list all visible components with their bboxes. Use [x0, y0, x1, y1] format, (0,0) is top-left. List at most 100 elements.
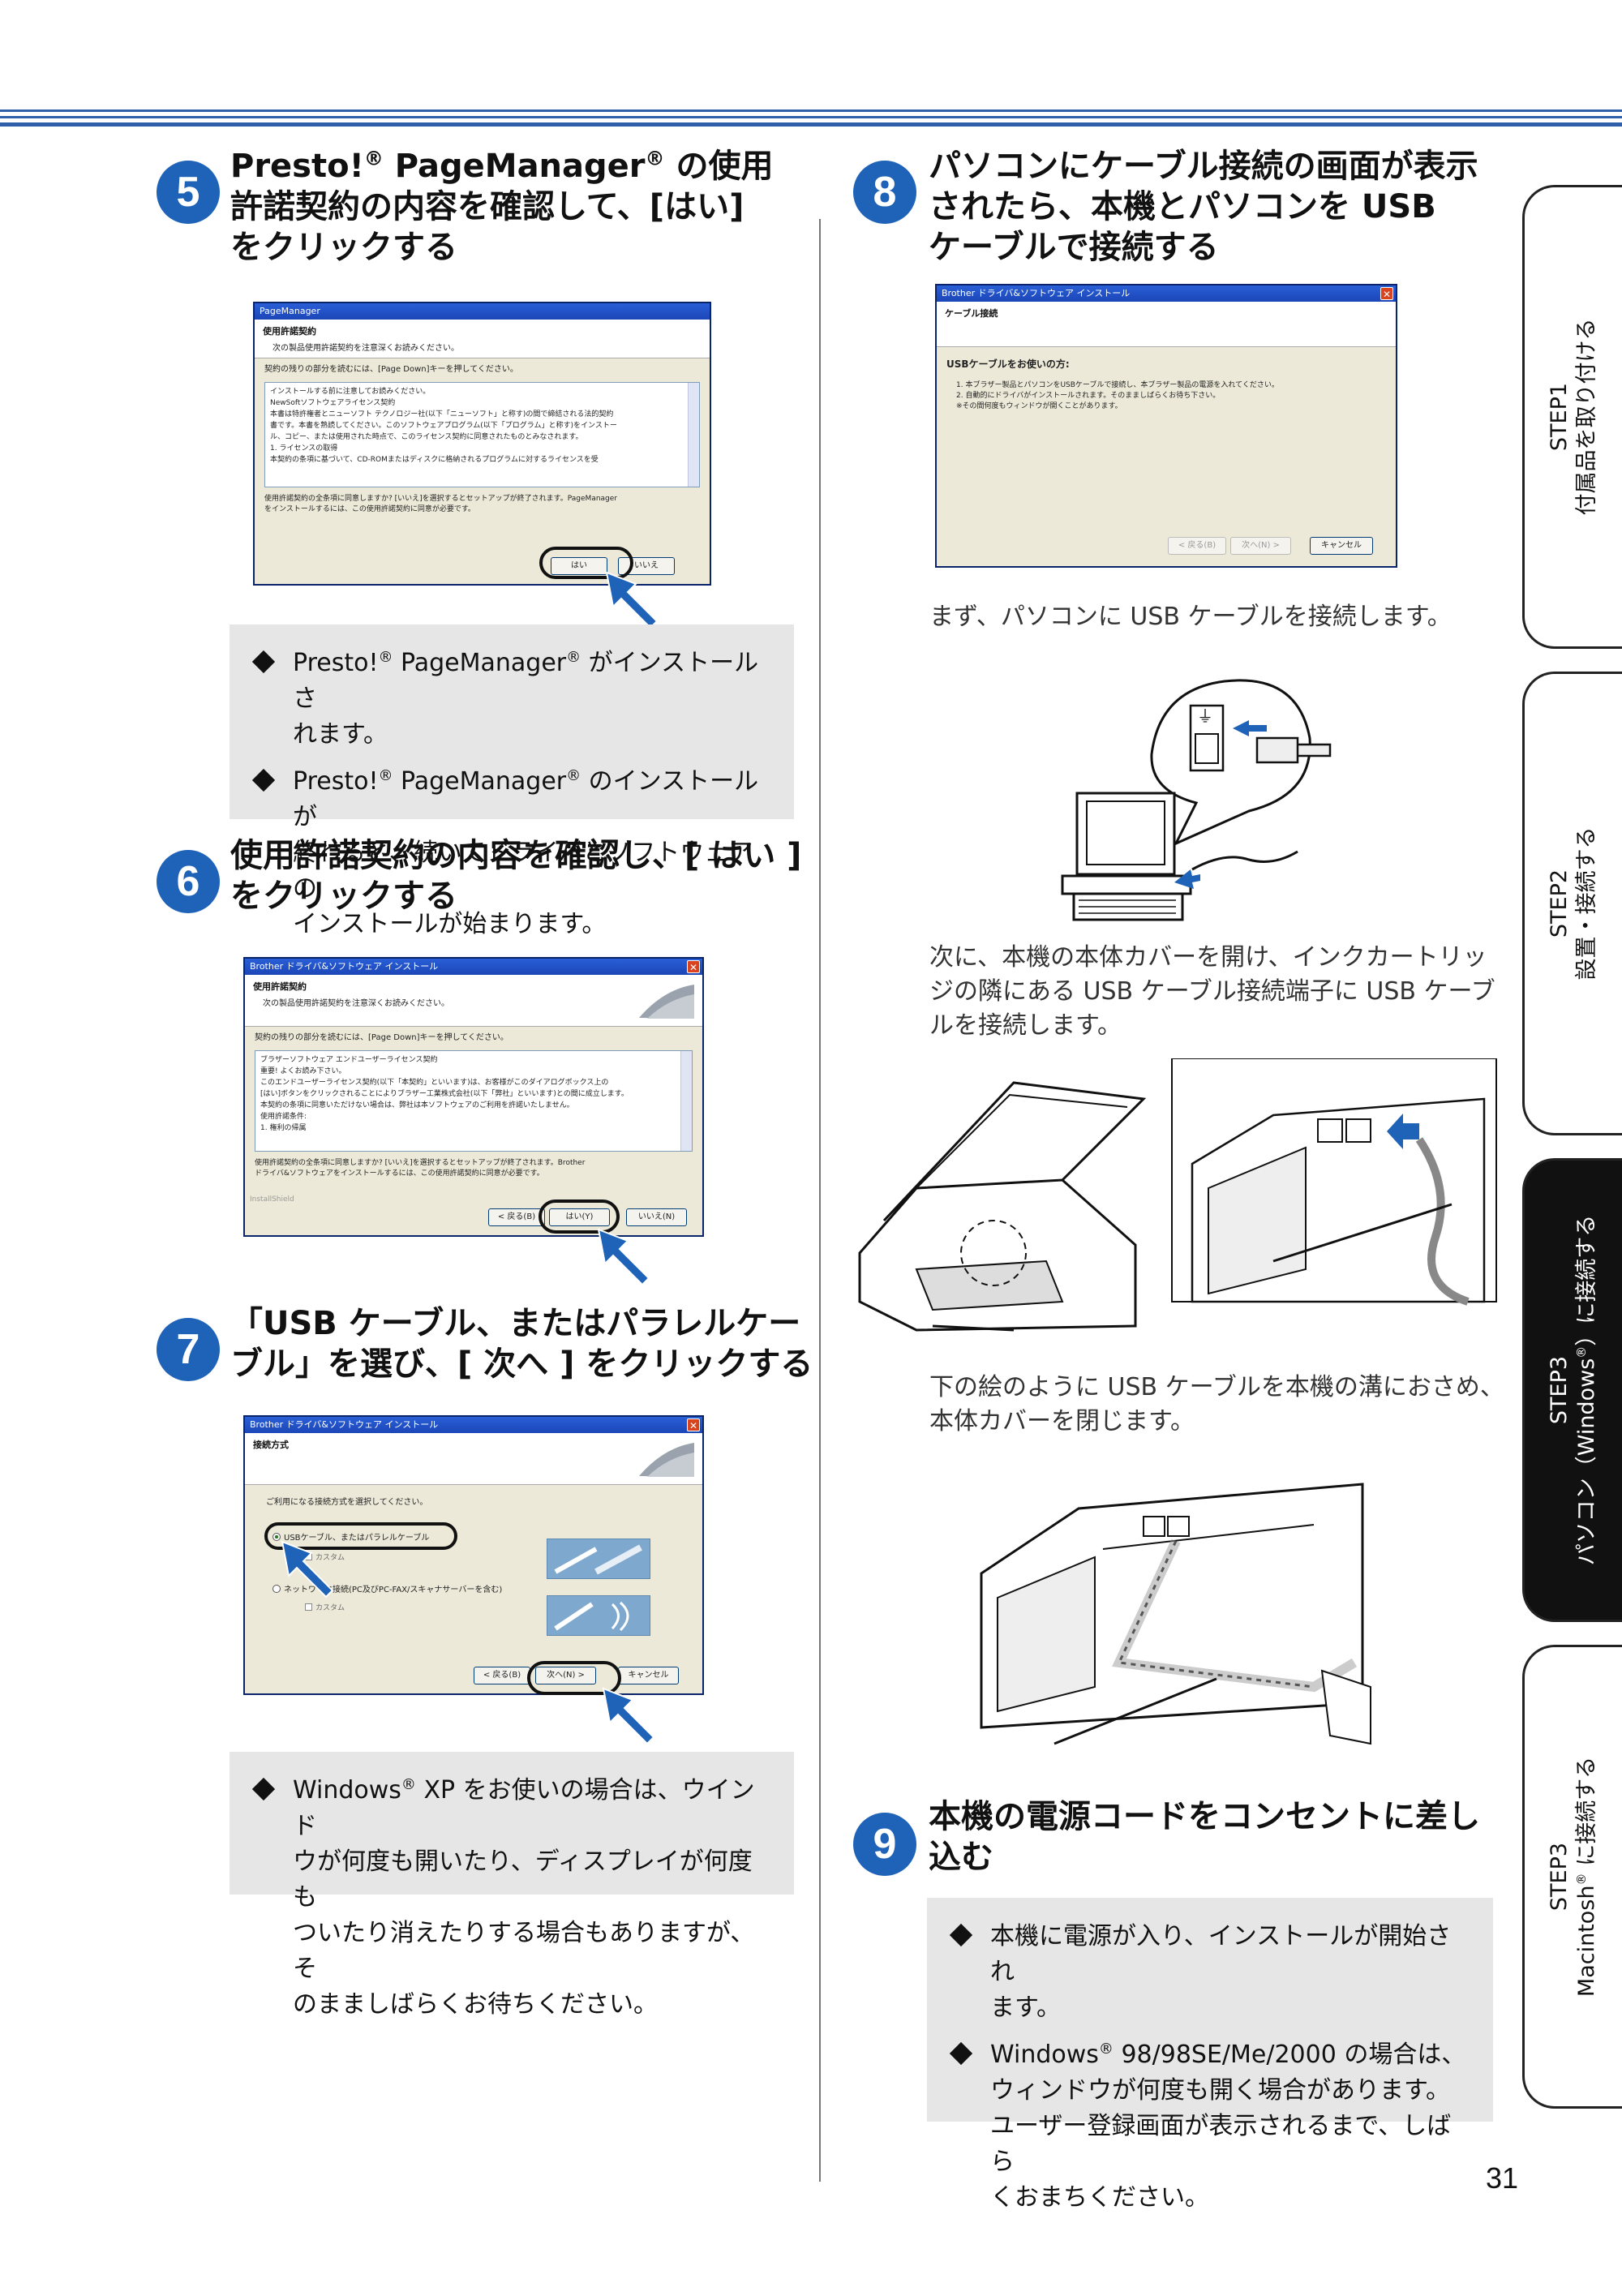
diamond-bullet-icon: [949, 1923, 973, 1947]
back-button[interactable]: < 戻る(B): [474, 1667, 530, 1684]
next-button[interactable]: 次へ(N) >: [1230, 537, 1291, 555]
diamond-bullet-icon: [251, 650, 276, 674]
dialog-header-subtitle: 次の製品使用許諾契約を注意深くお読みください。: [263, 999, 449, 1008]
network-cable-image: [547, 1595, 650, 1636]
back-button[interactable]: < 戻る(B): [1168, 537, 1226, 555]
dialog-header-subtitle: 次の製品使用許諾契約を注意深くお読みください。: [272, 344, 459, 353]
note-item: Windows® 98/98SE/Me/2000 の場合は、 ウィンドウが何度も…: [949, 2037, 1470, 2216]
top-rule-2: [0, 116, 1622, 118]
close-icon[interactable]: ✕: [1380, 287, 1393, 300]
next-button-highlight: [527, 1661, 621, 1695]
cancel-button[interactable]: キャンセル: [1310, 537, 1373, 555]
step-9-badge: 9: [853, 1813, 916, 1876]
step-5-heading: Presto!® PageManager® の使用 許諾契約の内容を確認して、[…: [230, 147, 774, 266]
usb-option-highlight: [264, 1522, 457, 1550]
dialog-header: 接続方式: [245, 1433, 702, 1485]
step-6-badge: 6: [157, 850, 220, 913]
diamond-bullet-icon: [251, 768, 276, 792]
pointer-arrow-icon: [281, 1540, 334, 1599]
license-textarea[interactable]: インストールする前に注意してお読みください。 NewSoftソフトウェアライセン…: [264, 382, 700, 487]
note-item: Windows® XP をお使いの場合は、ウインド ウが何度も開いたり、ディスプ…: [251, 1773, 771, 2023]
dialog-titlebar: Brother ドライバ&ソフトウェア インストール✕: [245, 959, 702, 975]
close-icon[interactable]: ✕: [687, 1418, 700, 1431]
connection-type-dialog: Brother ドライバ&ソフトウェア インストール✕ 接続方式 ご利用になる接…: [243, 1415, 704, 1695]
dialog-header-title: ケーブル接続: [945, 308, 998, 319]
cable-connection-dialog: Brother ドライバ&ソフトウェア インストール✕ ケーブル接続 USBケー…: [935, 284, 1397, 568]
dialog-titlebar: PageManager: [255, 303, 710, 320]
side-tab-label: STEP2 設置・接続する: [1547, 826, 1599, 981]
radio-icon: [272, 1585, 281, 1593]
usb-cable-image: [547, 1539, 650, 1579]
brother-license-dialog: Brother ドライバ&ソフトウェア インストール✕ 使用許諾契約 次の製品使…: [243, 957, 704, 1237]
dialog-header: ケーブル接続: [937, 302, 1396, 347]
usb-users-label: USBケーブルをお使いの方:: [946, 358, 1070, 370]
svg-text:⏚: ⏚: [1197, 706, 1213, 726]
next-button[interactable]: 次へ(N) >: [535, 1667, 596, 1684]
installshield-label: InstallShield: [250, 1195, 294, 1204]
step-9-notes: 本機に電源が入り、インストールが開始され ます。 Windows® 98/98S…: [927, 1898, 1493, 2212]
side-tab-step1[interactable]: STEP1 付属品を取り付ける: [1522, 185, 1622, 649]
dialog-question: 使用許諾契約の全条項に同意しますか? [いいえ]を選択するとセットアップが終了さ…: [255, 1159, 586, 1178]
instructions: 1. 本ブラザー製品とパソコンをUSBケーブルで接続し、本ブラザー製品の電源を入…: [956, 381, 1279, 410]
column-divider: [819, 219, 821, 2182]
back-button[interactable]: < 戻る(B): [488, 1208, 545, 1226]
yes-button[interactable]: はい: [551, 557, 607, 575]
step-7-heading: 「USB ケーブル、またはパラレルケー ブル」を選び、[ 次へ ] をクリックす…: [230, 1305, 813, 1383]
pointer-arrow-icon: [605, 571, 659, 629]
cancel-button[interactable]: キャンセル: [618, 1667, 679, 1684]
step-8-para-3: 下の絵のように USB ケーブルを本機の溝におさめ、 本体カバーを閉じます。: [929, 1373, 1504, 1436]
pointer-arrow-icon: [602, 1687, 655, 1745]
no-button[interactable]: いいえ(N): [626, 1208, 687, 1226]
pointer-arrow-icon: [597, 1228, 650, 1286]
dialog-header-title: 接続方式: [253, 1440, 289, 1450]
side-tab-label: STEP3 Macintosh® に接続する: [1547, 1756, 1599, 1998]
printer-open-usb-illustration: [858, 1058, 1497, 1332]
swoosh-graphic-icon: [639, 985, 694, 1019]
close-icon[interactable]: ✕: [687, 960, 700, 973]
step-8-badge: 8: [853, 161, 916, 224]
step-6-heading: 使用許諾契約の内容を確認し、[ はい ] をクリックする: [230, 837, 802, 915]
dialog-header: 使用許諾契約 次の製品使用許諾契約を注意深くお読みください。: [255, 320, 710, 358]
side-tab-step3-macintosh[interactable]: STEP3 Macintosh® に接続する: [1522, 1645, 1622, 2109]
dialog-header-title: 使用許諾契約: [263, 326, 316, 337]
side-tab-step3-windows[interactable]: STEP3 パソコン（Windows®）に接続する: [1522, 1158, 1622, 1622]
dialog-header: 使用許諾契約 次の製品使用許諾契約を注意深くお読みください。: [245, 975, 702, 1027]
pagemanager-license-dialog: PageManager 使用許諾契約 次の製品使用許諾契約を注意深くお読みくださ…: [253, 302, 711, 586]
computer-usb-illustration: ⏚: [1061, 679, 1332, 921]
network-option-radio[interactable]: ネットワーク接続(PC及びPC-FAX/スキャナサーバーを含む): [272, 1582, 502, 1594]
swoosh-graphic-icon: [639, 1443, 694, 1477]
side-tab-step2[interactable]: STEP2 設置・接続する: [1522, 672, 1622, 1135]
side-tab-label: STEP1 付属品を取り付ける: [1547, 318, 1599, 516]
step-5-badge: 5: [157, 161, 220, 224]
dialog-titlebar: Brother ドライバ&ソフトウェア インストール✕: [245, 1417, 702, 1433]
step-7-badge: 7: [157, 1318, 220, 1381]
step-5-notes: Presto!® PageManager® がインストールさ れます。 Pres…: [230, 624, 794, 938]
step-7-notes: Windows® XP をお使いの場合は、ウインド ウが何度も開いたり、ディスプ…: [230, 1752, 794, 2019]
step-9-heading: 本機の電源コードをコンセントに差し 込む: [929, 1798, 1480, 1876]
dialog-prompt: 契約の残りの部分を読むには、[Page Down]キーを押してください。: [255, 1033, 508, 1042]
top-rule-3: [0, 122, 1622, 127]
side-tab-label: STEP3 パソコン（Windows®）に接続する: [1547, 1214, 1599, 1566]
step-8-para-2: 次に、本機の本体カバーを開け、インクカートリッ ジの隣にある USB ケーブル接…: [929, 943, 1495, 1040]
dialog-header-title: 使用許諾契約: [253, 981, 307, 992]
diamond-bullet-icon: [251, 1777, 276, 1801]
note-item: Presto!® PageManager® のインストールが 終わると、続いてド…: [251, 764, 771, 942]
printer-cable-routing-illustration: [980, 1483, 1371, 1745]
checkbox-icon: [305, 1603, 312, 1611]
network-custom-checkbox[interactable]: カスタム: [305, 1602, 345, 1612]
dialog-question: 使用許諾契約の全条項に同意しますか? [いいえ]を選択するとセットアップが終了さ…: [264, 495, 618, 513]
scrollbar[interactable]: [688, 383, 699, 487]
top-rule-1: [0, 109, 1622, 112]
diamond-bullet-icon: [949, 2041, 973, 2066]
page-number: 31: [1486, 2161, 1519, 2195]
note-item: 本機に電源が入り、インストールが開始され ます。: [949, 1919, 1470, 2026]
step-8-para-1: まず、パソコンに USB ケーブルを接続します。: [929, 603, 1452, 631]
step-8-heading: パソコンにケーブル接続の画面が表示 されたら、本機とパソコンを USB ケーブル…: [929, 148, 1478, 266]
dialog-titlebar: Brother ドライバ&ソフトウェア インストール✕: [937, 285, 1396, 302]
yes-button-highlight: [539, 547, 633, 579]
note-item: Presto!® PageManager® がインストールさ れます。: [251, 646, 771, 753]
license-textarea[interactable]: ブラザーソフトウェア エンドユーザーライセンス契約 重要! よくお読み下さい。 …: [255, 1050, 693, 1152]
dialog-prompt: ご利用になる接続方式を選択してください。: [266, 1498, 428, 1507]
scrollbar[interactable]: [680, 1051, 692, 1151]
dialog-prompt: 契約の残りの部分を読むには、[Page Down]キーを押してください。: [264, 365, 518, 374]
